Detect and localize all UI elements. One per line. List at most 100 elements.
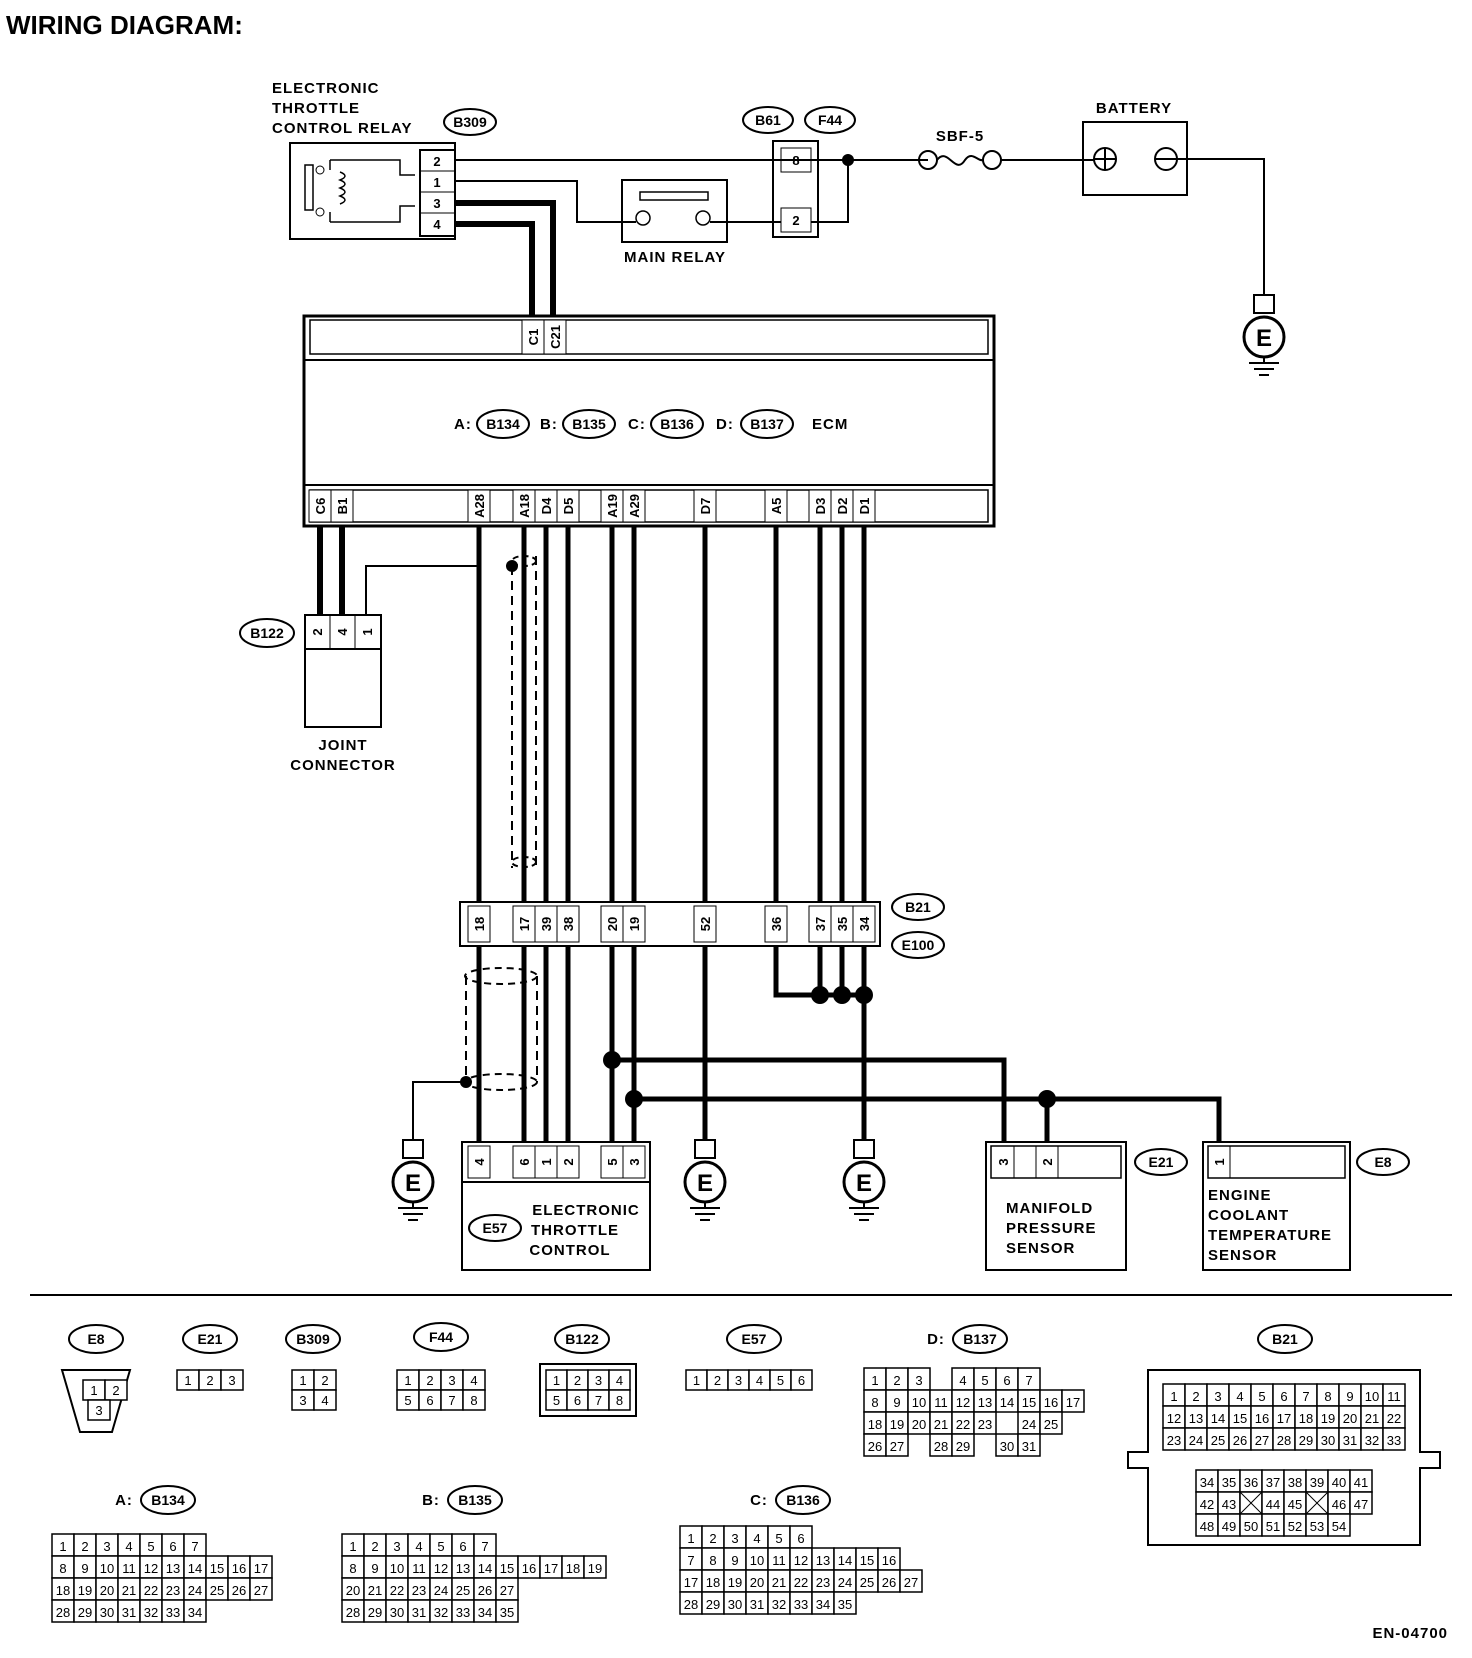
ecm-bottom-pin: D5 [561, 498, 576, 515]
legend-cell: 6 [169, 1539, 176, 1554]
legend-cell: 4 [756, 1373, 763, 1388]
legend-cell: 11 [772, 1553, 786, 1568]
legend-cell: 9 [731, 1553, 738, 1568]
legend-cell: 4 [959, 1373, 966, 1388]
joint-name-line: CONNECTOR [290, 757, 395, 774]
legend-cell: 8 [349, 1561, 356, 1576]
legend-cell: 21 [934, 1417, 948, 1432]
ect-name-line: SENSOR [1208, 1247, 1277, 1264]
legend-cell: 8 [1324, 1389, 1331, 1404]
ect-name-line: TEMPERATURE [1208, 1227, 1332, 1244]
ecm-label: ECM [812, 416, 848, 433]
legend-cell: 20 [100, 1583, 114, 1598]
ground-label: E [1256, 325, 1272, 352]
legend-cell: 2 [709, 1531, 716, 1546]
legend-cell: 4 [753, 1531, 760, 1546]
ecm-bottom-pin: D2 [835, 498, 850, 515]
junction-pin: 19 [627, 917, 642, 931]
legend-cell: 12 [956, 1395, 970, 1410]
legend-cell: 25 [210, 1583, 224, 1598]
legend-cell: 31 [750, 1597, 764, 1612]
legend-cell: 14 [1211, 1411, 1225, 1426]
ecm-bottom-pin: A29 [627, 494, 642, 518]
legend-cell: 14 [838, 1553, 852, 1568]
relay-pin: 1 [433, 175, 440, 190]
legend-cell: 30 [1000, 1439, 1014, 1454]
legend-cell: 28 [1277, 1433, 1291, 1448]
top-wires [455, 154, 1265, 320]
legend-cell: 1 [687, 1531, 694, 1546]
legend-tag: B135 [458, 1492, 492, 1508]
main-relay-label: MAIN RELAY [624, 249, 726, 266]
legend-cell: 31 [122, 1605, 136, 1620]
legend-cell: 31 [1343, 1433, 1357, 1448]
legend-cell: 13 [816, 1553, 830, 1568]
ecm-bottom-pin: C6 [313, 498, 328, 515]
ecm-ref-letter: C: [628, 416, 646, 433]
legend-cell: 33 [166, 1605, 180, 1620]
legend-cell: 8 [709, 1553, 716, 1568]
legend-cell: 5 [777, 1373, 784, 1388]
legend-cell: 4 [616, 1373, 623, 1388]
joint-connector: 2 4 1 B122 JOINT CONNECTOR [239, 614, 395, 774]
junction-pin: 35 [835, 917, 850, 931]
engine-coolant-temperature-sensor: 1 E8 ENGINE COOLANT TEMPERATURE SENSOR [1202, 1141, 1410, 1271]
connector-tag: F44 [818, 112, 842, 128]
relay-name-line: ELECTRONIC [272, 80, 380, 97]
ecm-bottom-pin: B1 [335, 498, 350, 515]
legend-cell: 10 [1365, 1389, 1379, 1404]
manifold-pressure-sensor: 3 2 E21 MANIFOLD PRESSURE SENSOR [985, 1141, 1188, 1271]
etc-pin: 1 [539, 1158, 554, 1165]
legend-cell: 5 [553, 1393, 560, 1408]
legend-cell: 44 [1266, 1497, 1280, 1512]
legend-cell: 27 [904, 1575, 918, 1590]
legend-cell: 9 [1346, 1389, 1353, 1404]
legend-tag: B309 [296, 1331, 330, 1347]
ecm-bottom-pin: D7 [698, 498, 713, 515]
ect-pin: 1 [1212, 1158, 1227, 1165]
legend-cell: 20 [750, 1575, 764, 1590]
legend-cell: 6 [798, 1373, 805, 1388]
legend-cell: 43 [1222, 1497, 1236, 1512]
legend-cell: 48 [1200, 1519, 1214, 1534]
legend-cell: 25 [1044, 1417, 1058, 1432]
legend-cell: 13 [456, 1561, 470, 1576]
legend-cell: 1 [299, 1373, 306, 1388]
legend-cell: 20 [912, 1417, 926, 1432]
legend-cell: 3 [1214, 1389, 1221, 1404]
legend-tag: B137 [963, 1331, 997, 1347]
legend-cell: 19 [890, 1417, 904, 1432]
legend-cell: 18 [566, 1561, 580, 1576]
legend-cell: 12 [144, 1561, 158, 1576]
legend-cell: 25 [860, 1575, 874, 1590]
legend-cell: 5 [437, 1539, 444, 1554]
legend-cell: 29 [1299, 1433, 1313, 1448]
legend-cell: 5 [404, 1393, 411, 1408]
legend-cell: 10 [750, 1553, 764, 1568]
legend-cell: 35 [838, 1597, 852, 1612]
legend-cell: 46 [1332, 1497, 1346, 1512]
legend-cell: 12 [434, 1561, 448, 1576]
legend-cell: 7 [481, 1539, 488, 1554]
map-name-line: MANIFOLD [1006, 1200, 1093, 1217]
legend-cell: 30 [100, 1605, 114, 1620]
legend-cell: 50 [1244, 1519, 1258, 1534]
ecm-ref-code: B135 [572, 416, 606, 432]
legend-cell: 3 [595, 1373, 602, 1388]
map-pin: 3 [996, 1158, 1011, 1165]
legend-cell: 28 [56, 1605, 70, 1620]
ecm-bottom-pin: A18 [517, 494, 532, 518]
legend-cell: 3 [448, 1373, 455, 1388]
ecm-top-pin: C1 [526, 329, 541, 346]
ecm-ref-letter: D: [716, 416, 734, 433]
ecm-ref-code: B134 [486, 416, 520, 432]
legend-cell: 29 [368, 1605, 382, 1620]
legend-cell: 13 [166, 1561, 180, 1576]
legend-cell: 7 [687, 1553, 694, 1568]
legend-cell: 2 [426, 1373, 433, 1388]
